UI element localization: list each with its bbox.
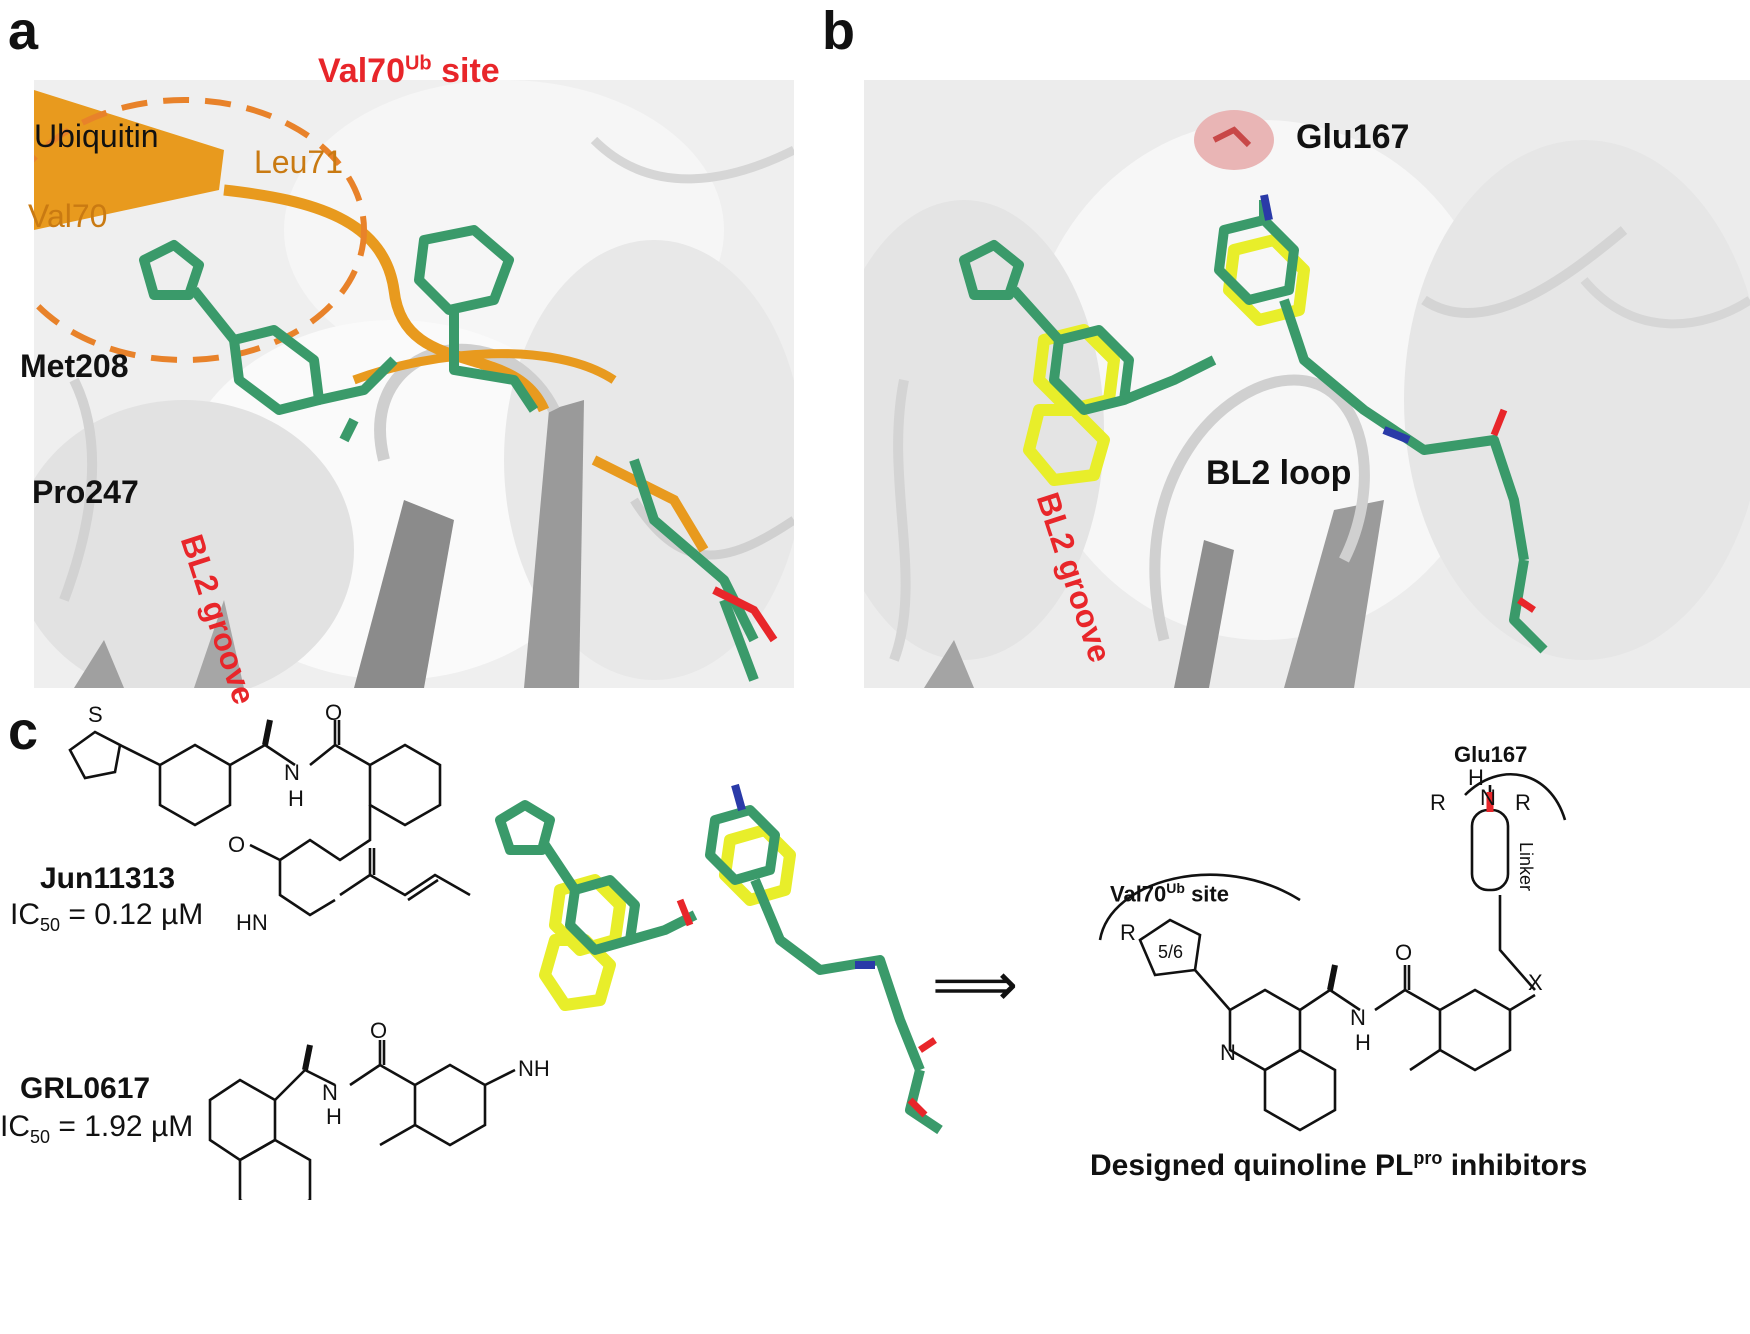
scaffold-n-plus: N [1480,785,1496,810]
jun-amide-o: O [325,700,342,725]
jun11313-structure: S N H O O HN [68,700,471,935]
panel-b-structure [864,80,1750,688]
panel-b-render [864,110,1750,688]
scaffold-r1: R [1430,790,1446,815]
grl0617-structure: N H O NH [208,1018,550,1200]
glu167-label-c: Glu167 [1454,742,1528,767]
val70ub-site-label-c: Val70Ub site [1110,880,1229,907]
bl2-loop-label: BL2 loop [1206,454,1352,492]
scaffold-x: X [1528,970,1543,995]
jun-hn: HN [236,910,268,935]
val70-label: Val70 [28,198,108,234]
retrosynthesis-arrow: ⟹ [932,951,1019,1018]
ubiquitin-label: Ubiquitin [34,118,159,154]
val70-site-label: Val70Ub site [318,52,500,90]
scaffold-r3: R [1120,920,1136,945]
scaffold-amide-o: O [1395,940,1412,965]
pro247-label: Pro247 [32,474,139,510]
met208-label: Met208 [20,348,129,384]
glu167-label-b: Glu167 [1296,118,1410,156]
scaffold-quinoline-n: N [1220,1040,1236,1065]
sulfur-atom: S [88,702,103,727]
jun11313-ic50: IC50 = 0.12 µM [10,898,204,935]
panel-a-structure [34,80,794,688]
leu71-label: Leu71 [254,144,343,180]
panel-a-letter: a [8,1,39,61]
grl0617-name: GRL0617 [20,1072,151,1105]
scaffold-ring-size: 5/6 [1158,942,1183,962]
jun11313-name: Jun11313 [40,862,176,895]
grl-h: H [326,1104,342,1129]
overlay-ligand-render [495,783,943,1135]
panel-c-letter: c [8,701,39,761]
scaffold-amide-n: N [1350,1005,1366,1030]
scaffold-h: H [1468,765,1484,790]
designed-scaffold-structure: H N R R R 5/6 Linker X N N H O [1098,765,1567,1132]
designed-inhibitors-caption: Designed quinoline PLpro inhibitors [1090,1148,1588,1182]
scaffold-r2: R [1515,790,1531,815]
jun-amide-h: H [288,786,304,811]
grl-nh2: NH [518,1056,550,1081]
grl-n: N [322,1080,338,1105]
panel-a-render [34,80,794,688]
jun-amide-n: N [284,760,300,785]
panel-b-letter: b [822,1,855,61]
grl-o: O [370,1018,387,1043]
scaffold-amide-h: H [1355,1030,1371,1055]
grl0617-ic50: IC50 = 1.92 µM [0,1110,194,1147]
scaffold-linker: Linker [1516,842,1536,891]
jun-hydrazide-o: O [228,832,245,857]
